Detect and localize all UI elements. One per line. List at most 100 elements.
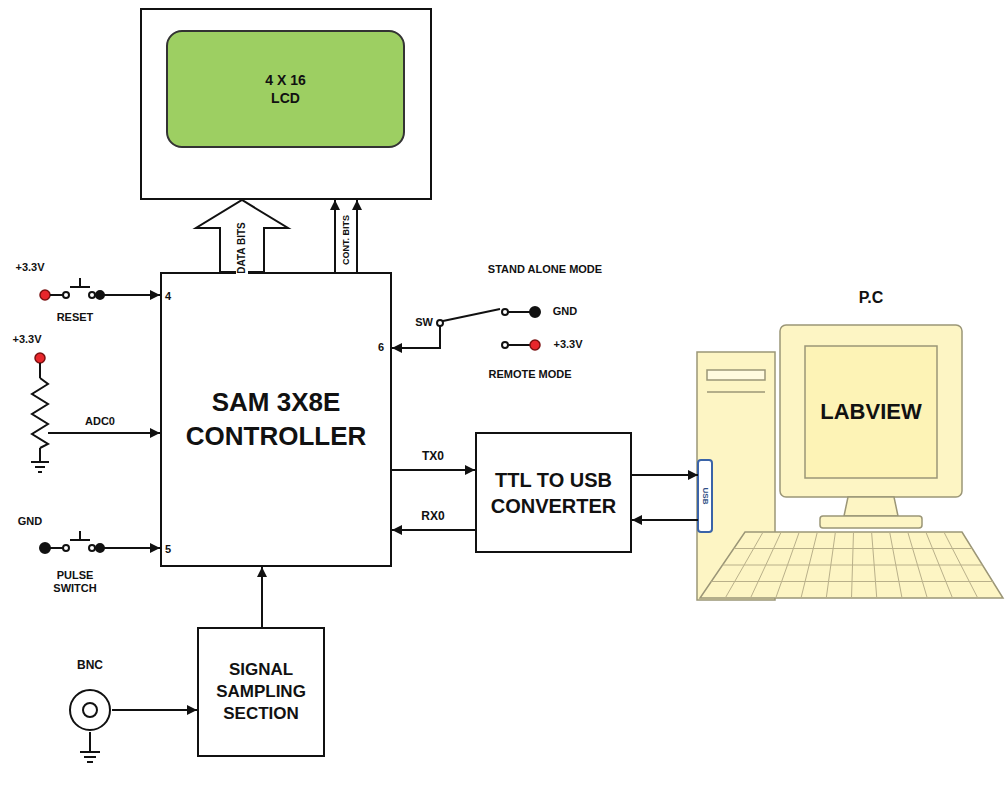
pc-illustration — [820, 516, 922, 528]
signal-line — [392, 529, 475, 531]
reset-switch — [79, 278, 81, 287]
ground-label: GND — [18, 515, 42, 528]
mode-label: REMOTE MODE — [488, 368, 571, 381]
mode-switch — [502, 342, 508, 348]
reset-switch — [50, 294, 63, 296]
signal-line — [334, 200, 336, 272]
node-text: BNC — [77, 658, 103, 674]
controller-box: SAM 3X8E CONTROLLER — [160, 272, 392, 567]
signal-line — [392, 469, 475, 471]
bnc-symbol — [68, 688, 112, 732]
bnc-connector: BNC — [68, 688, 112, 732]
ground-symbol — [87, 761, 93, 763]
mode-switch — [502, 309, 508, 315]
pc-illustration — [944, 532, 978, 598]
mode-switch — [437, 320, 443, 326]
reset-switch — [40, 278, 160, 300]
pc-illustration — [890, 532, 902, 598]
node-text: TTL TO USB CONVERTER — [485, 467, 622, 519]
signal-line — [632, 519, 698, 521]
signal-line — [112, 709, 197, 711]
mode-switch — [443, 309, 500, 321]
pc-illustration — [751, 532, 782, 598]
bus-label: DATA BITS — [236, 221, 248, 274]
pulse-switch — [40, 531, 160, 553]
mode-switch — [392, 307, 540, 350]
lcd-frame: 4 X 16 LCD — [140, 8, 432, 200]
pulse-switch — [50, 547, 63, 549]
pc-illustration — [852, 532, 854, 598]
signal-line — [632, 474, 698, 476]
reset-switch — [89, 292, 95, 298]
reset-switch — [40, 290, 50, 300]
mode-switch — [530, 307, 540, 317]
pulse-switch — [40, 543, 50, 553]
potentiometer — [35, 353, 45, 363]
usb-port — [698, 460, 712, 532]
pulse-switch — [79, 531, 81, 540]
supply-label: +3.3V — [553, 338, 582, 351]
bnc-pin — [83, 703, 97, 717]
potentiometer — [31, 353, 160, 472]
node-text: SAM 3X8E CONTROLLER — [170, 386, 382, 454]
pc-illustration — [780, 325, 962, 497]
pc-station: P.CLABVIEW — [698, 288, 1003, 600]
signal-connector — [392, 470, 475, 471]
switch-name: PULSE SWITCH — [45, 569, 105, 595]
ground-symbol — [80, 732, 100, 762]
signal-connector — [632, 475, 698, 476]
ground-label: GND — [553, 305, 577, 318]
potentiometer — [39, 448, 41, 462]
reset-switch — [96, 291, 104, 299]
pin-number: 6 — [378, 341, 384, 354]
signal-line — [356, 200, 358, 272]
pulse-switch — [96, 544, 104, 552]
potentiometer — [35, 466, 45, 468]
signal-connector — [112, 710, 197, 711]
mode-switch — [508, 311, 530, 313]
sampling-box: SIGNAL SAMPLING SECTION — [197, 627, 325, 757]
pc-illustration — [805, 346, 937, 478]
potentiometer — [31, 461, 49, 463]
node-text: LABVIEW — [820, 398, 921, 427]
bus-label: RX0 — [420, 509, 445, 523]
pulse-switch — [89, 545, 95, 551]
pc-illustration — [826, 532, 835, 598]
potentiometer — [39, 363, 41, 378]
signal-connector — [262, 567, 263, 627]
ground-symbol — [84, 756, 96, 758]
supply-label: +3.3V — [15, 261, 44, 274]
node-text: SIGNAL SAMPLING SECTION — [207, 659, 315, 725]
lcd-screen: 4 X 16 LCD — [166, 30, 405, 148]
bus-label: TX0 — [421, 449, 445, 463]
pc-illustration — [711, 532, 993, 598]
port-label: USB — [700, 488, 710, 505]
signal-connector — [335, 200, 357, 272]
ground-symbol — [89, 732, 91, 752]
usb-port — [698, 460, 712, 532]
pc-illustration — [908, 532, 928, 598]
pc-illustration — [844, 497, 898, 516]
mode-switch — [508, 344, 530, 346]
pin-number: 4 — [165, 290, 171, 303]
pulse-switch — [104, 547, 160, 549]
mode-switch — [530, 340, 540, 350]
switch-name: RESET — [57, 311, 94, 324]
potentiometer — [48, 432, 160, 434]
pc-illustration — [872, 532, 877, 598]
pulse-switch — [63, 545, 69, 551]
potentiometer — [38, 471, 42, 473]
pc-illustration — [725, 532, 763, 598]
mode-label: STAND ALONE MODE — [488, 263, 602, 276]
switch-name: SW — [415, 316, 433, 329]
node-text: 4 X 16 LCD — [255, 71, 317, 107]
signal-name: ADC0 — [85, 415, 115, 428]
pin-number: 5 — [165, 543, 171, 556]
pc-illustration — [776, 532, 800, 598]
reset-switch — [104, 294, 160, 296]
potentiometer — [32, 378, 48, 448]
ground-symbol — [80, 751, 100, 753]
signal-line — [261, 567, 263, 627]
pc-illustration — [801, 532, 817, 598]
signal-connector — [632, 520, 698, 521]
